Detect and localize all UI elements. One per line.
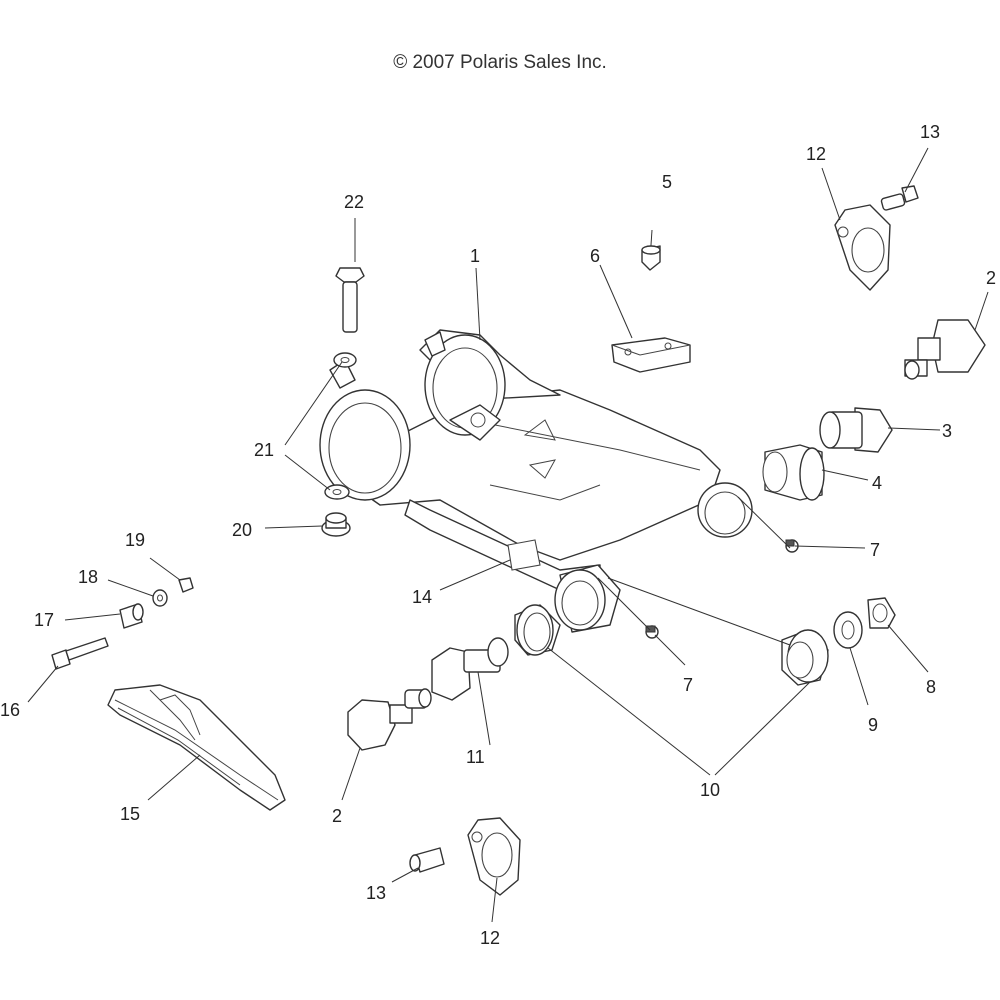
bearing-retainer-lower (467, 817, 521, 896)
bearing-4 (762, 444, 825, 501)
leader-lines (27, 147, 989, 923)
callout-22: 22 (344, 192, 364, 212)
callout-17: 17 (34, 610, 54, 630)
callout-11: 11 (466, 747, 485, 767)
callout-14: 14 (412, 587, 432, 607)
bolt-13-upper (880, 185, 919, 211)
bearing-retainer-upper (834, 204, 891, 291)
spacer-17 (119, 603, 144, 629)
callout-7-center: 7 (683, 675, 693, 695)
nut-20 (321, 512, 351, 537)
washer-9 (833, 611, 863, 649)
swing-arm-frame (319, 329, 753, 591)
plate-6 (611, 337, 691, 373)
callout-13-upper: 13 (920, 122, 940, 142)
bolt-16 (51, 637, 109, 670)
callout-labels: 1 22 6 5 12 13 2 3 4 7 21 20 19 18 17 16… (0, 122, 996, 948)
callout-5: 5 (662, 172, 672, 192)
pivot-shaft-upper (904, 319, 986, 380)
bushing-3 (819, 407, 893, 453)
callout-8: 8 (926, 677, 936, 697)
callout-16: 16 (0, 700, 20, 720)
bolt-13-lower (409, 847, 445, 873)
nut-8 (867, 597, 896, 629)
nut-19 (178, 577, 194, 593)
callout-21: 21 (254, 440, 274, 460)
lower-pivot-tube (554, 564, 621, 633)
callout-15: 15 (120, 804, 140, 824)
callout-20: 20 (232, 520, 252, 540)
callout-4: 4 (872, 473, 882, 493)
pivot-shaft-lower (347, 688, 432, 751)
callout-18: 18 (78, 567, 98, 587)
rivet-5 (641, 229, 661, 271)
callout-19: 19 (125, 530, 145, 550)
bearing-10-right (781, 629, 829, 686)
callout-2-lower: 2 (332, 806, 342, 826)
washer-18 (152, 589, 168, 607)
callout-3: 3 (942, 421, 952, 441)
bolt-22 (335, 267, 365, 333)
callout-1: 1 (470, 246, 480, 266)
slide-rail-15 (107, 684, 286, 811)
decal (507, 539, 541, 571)
washer-lower (324, 484, 350, 500)
callout-12-upper: 12 (806, 144, 826, 164)
washer-upper (333, 352, 357, 368)
callout-6: 6 (590, 246, 600, 266)
callout-9: 9 (868, 715, 878, 735)
callout-12-lower: 12 (480, 928, 500, 948)
callout-13-lower: 13 (366, 883, 386, 903)
grease-fitting-right (785, 539, 799, 553)
callout-7-right: 7 (870, 540, 880, 560)
copyright-notice: © 2007 Polaris Sales Inc. (393, 52, 607, 73)
callout-2-upper: 2 (986, 268, 996, 288)
callout-10: 10 (700, 780, 720, 800)
pivot-shaft-11 (431, 637, 509, 701)
bearing-10-left (514, 604, 561, 656)
